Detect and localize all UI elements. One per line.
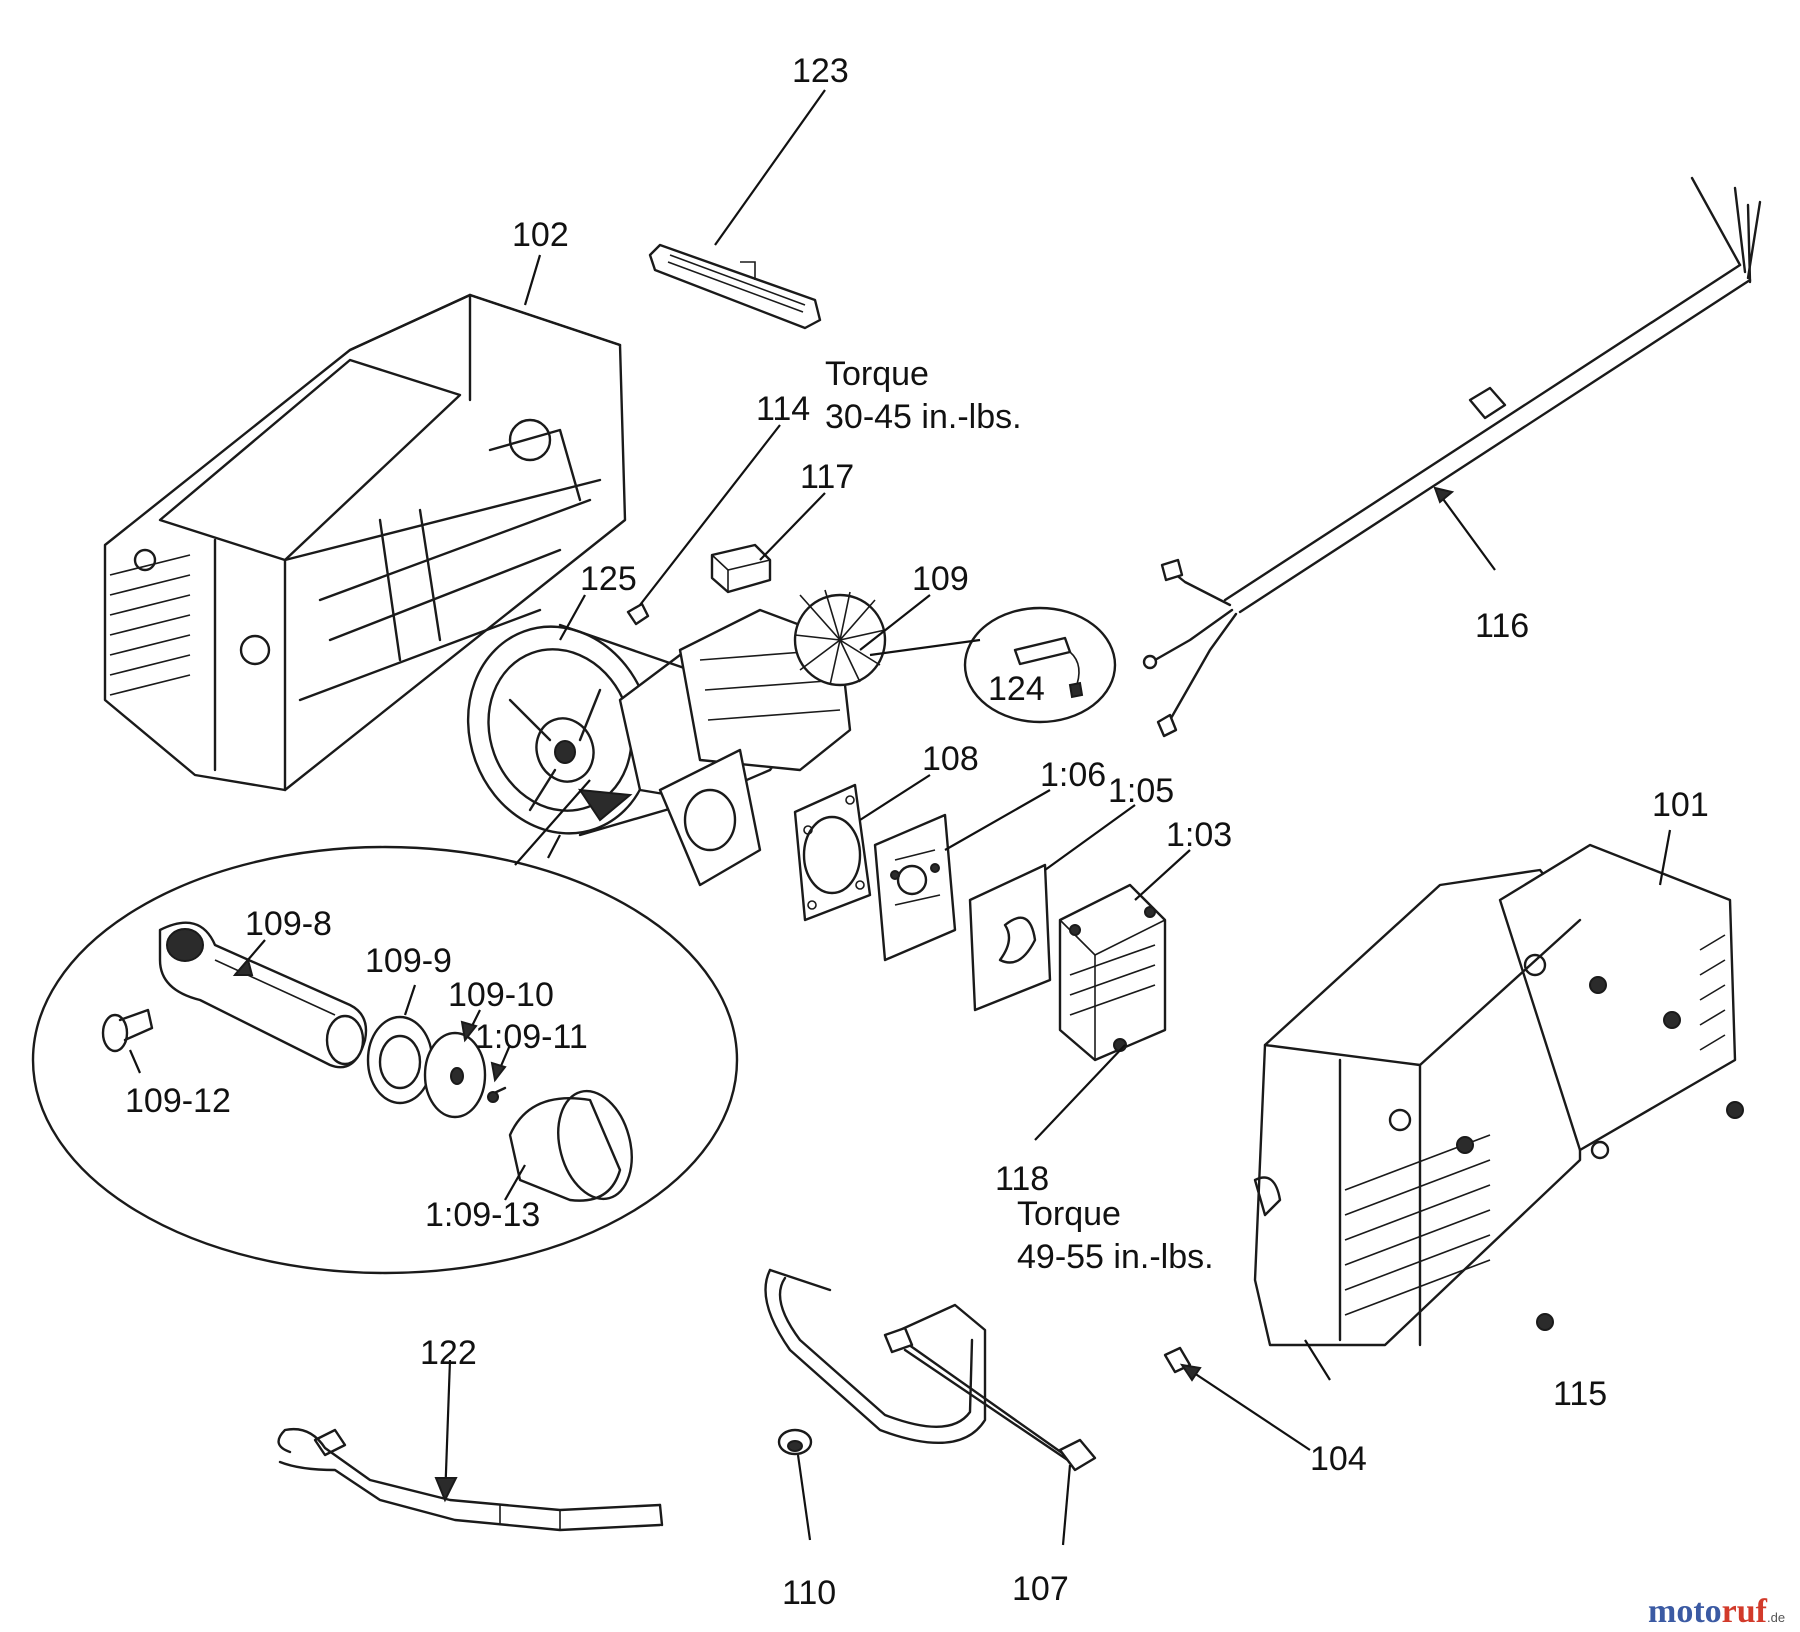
watermark-logo: motoruf.de (1648, 1593, 1785, 1630)
leader-lines (128, 89, 1672, 1546)
part-103-cylinder-head[interactable] (1058, 883, 1167, 1062)
part-117-block[interactable] (710, 543, 772, 594)
callout-116: 116 (1475, 607, 1529, 645)
callout-109: 109 (912, 560, 969, 598)
callout-107: 107 (1012, 1570, 1069, 1608)
callout-104: 104 (1310, 1440, 1367, 1478)
part-102-vents (109, 554, 191, 696)
part-110-clamp[interactable] (777, 1428, 813, 1456)
callout-109-11: 1:09-11 (475, 1018, 588, 1056)
part-109-13-cylinder-sleeve[interactable] (508, 1083, 643, 1207)
part-122-hose-tube[interactable] (277, 1427, 664, 1532)
torque-upper-line2: 30-45 in.-lbs. (825, 398, 1022, 436)
part-124-inset[interactable] (963, 606, 1117, 724)
part-125-fastener[interactable] (626, 602, 650, 626)
part-116-power-cord[interactable] (1142, 176, 1762, 738)
part-101-right-shroud[interactable] (1253, 843, 1737, 1347)
part-101-vents-side (1699, 934, 1726, 1051)
torque-lower-line1: Torque (1017, 1195, 1121, 1233)
callout-124: 124 (988, 670, 1045, 708)
watermark-suffix: .de (1767, 1610, 1785, 1625)
part-123-handle-grip[interactable] (648, 243, 822, 330)
callout-123: 123 (792, 52, 849, 90)
part-109-motor-pump-assembly[interactable] (440, 589, 887, 887)
leader-arrowheads (232, 486, 1455, 1503)
callout-105: 1:05 (1108, 772, 1174, 810)
callout-109-8: 109-8 (245, 905, 332, 943)
callout-122: 122 (420, 1334, 477, 1372)
part-107-handle-frame[interactable] (764, 1268, 1097, 1472)
part-109-8-connecting-rod[interactable] (158, 921, 368, 1069)
svg-text:motoruf.de: motoruf.de (1648, 1593, 1785, 1630)
callout-109-9: 109-9 (365, 942, 452, 980)
callout-109-13: 1:09-13 (425, 1196, 540, 1234)
watermark-part2: ruf (1722, 1593, 1768, 1630)
torque-upper-line1: Torque (825, 355, 929, 393)
part-109-10-disc[interactable] (423, 1031, 487, 1119)
watermark-part1: moto (1648, 1593, 1722, 1630)
part-109-11-screw[interactable] (487, 1086, 507, 1103)
torque-notes: Torque 30-45 in.-lbs. Torque 49-55 in.-l… (825, 355, 1214, 1276)
callout-106: 1:06 (1040, 756, 1106, 794)
part-109-9-washer[interactable] (366, 1015, 434, 1105)
part-106-valve-plate[interactable] (873, 813, 957, 962)
callout-109-10: 109-10 (448, 976, 554, 1014)
part-102-left-shroud[interactable] (103, 293, 627, 792)
callout-125: 125 (580, 560, 637, 598)
part-108-gasket[interactable] (793, 783, 872, 922)
callout-103: 1:03 (1166, 816, 1232, 854)
callout-101: 101 (1652, 786, 1709, 824)
callout-108: 108 (922, 740, 979, 778)
callout-114: 114 (756, 390, 810, 428)
part-115-screws[interactable] (1456, 976, 1744, 1331)
detail-inset-oval (31, 845, 739, 1275)
part-109-12-screw[interactable] (101, 1008, 154, 1053)
callout-117: 117 (800, 458, 854, 496)
callout-102: 102 (512, 216, 569, 254)
torque-lower-line2: 49-55 in.-lbs. (1017, 1238, 1214, 1276)
callout-115: 115 (1553, 1375, 1607, 1413)
callout-109-12: 109-12 (125, 1082, 231, 1120)
callout-118: 118 (995, 1160, 1049, 1198)
part-105-head-gasket[interactable] (968, 863, 1052, 1012)
callout-110: 110 (782, 1574, 836, 1612)
part-109-fan (793, 589, 887, 687)
callout-labels: 123 102 114 117 109 125 124 116 108 1:06… (125, 52, 1709, 1612)
